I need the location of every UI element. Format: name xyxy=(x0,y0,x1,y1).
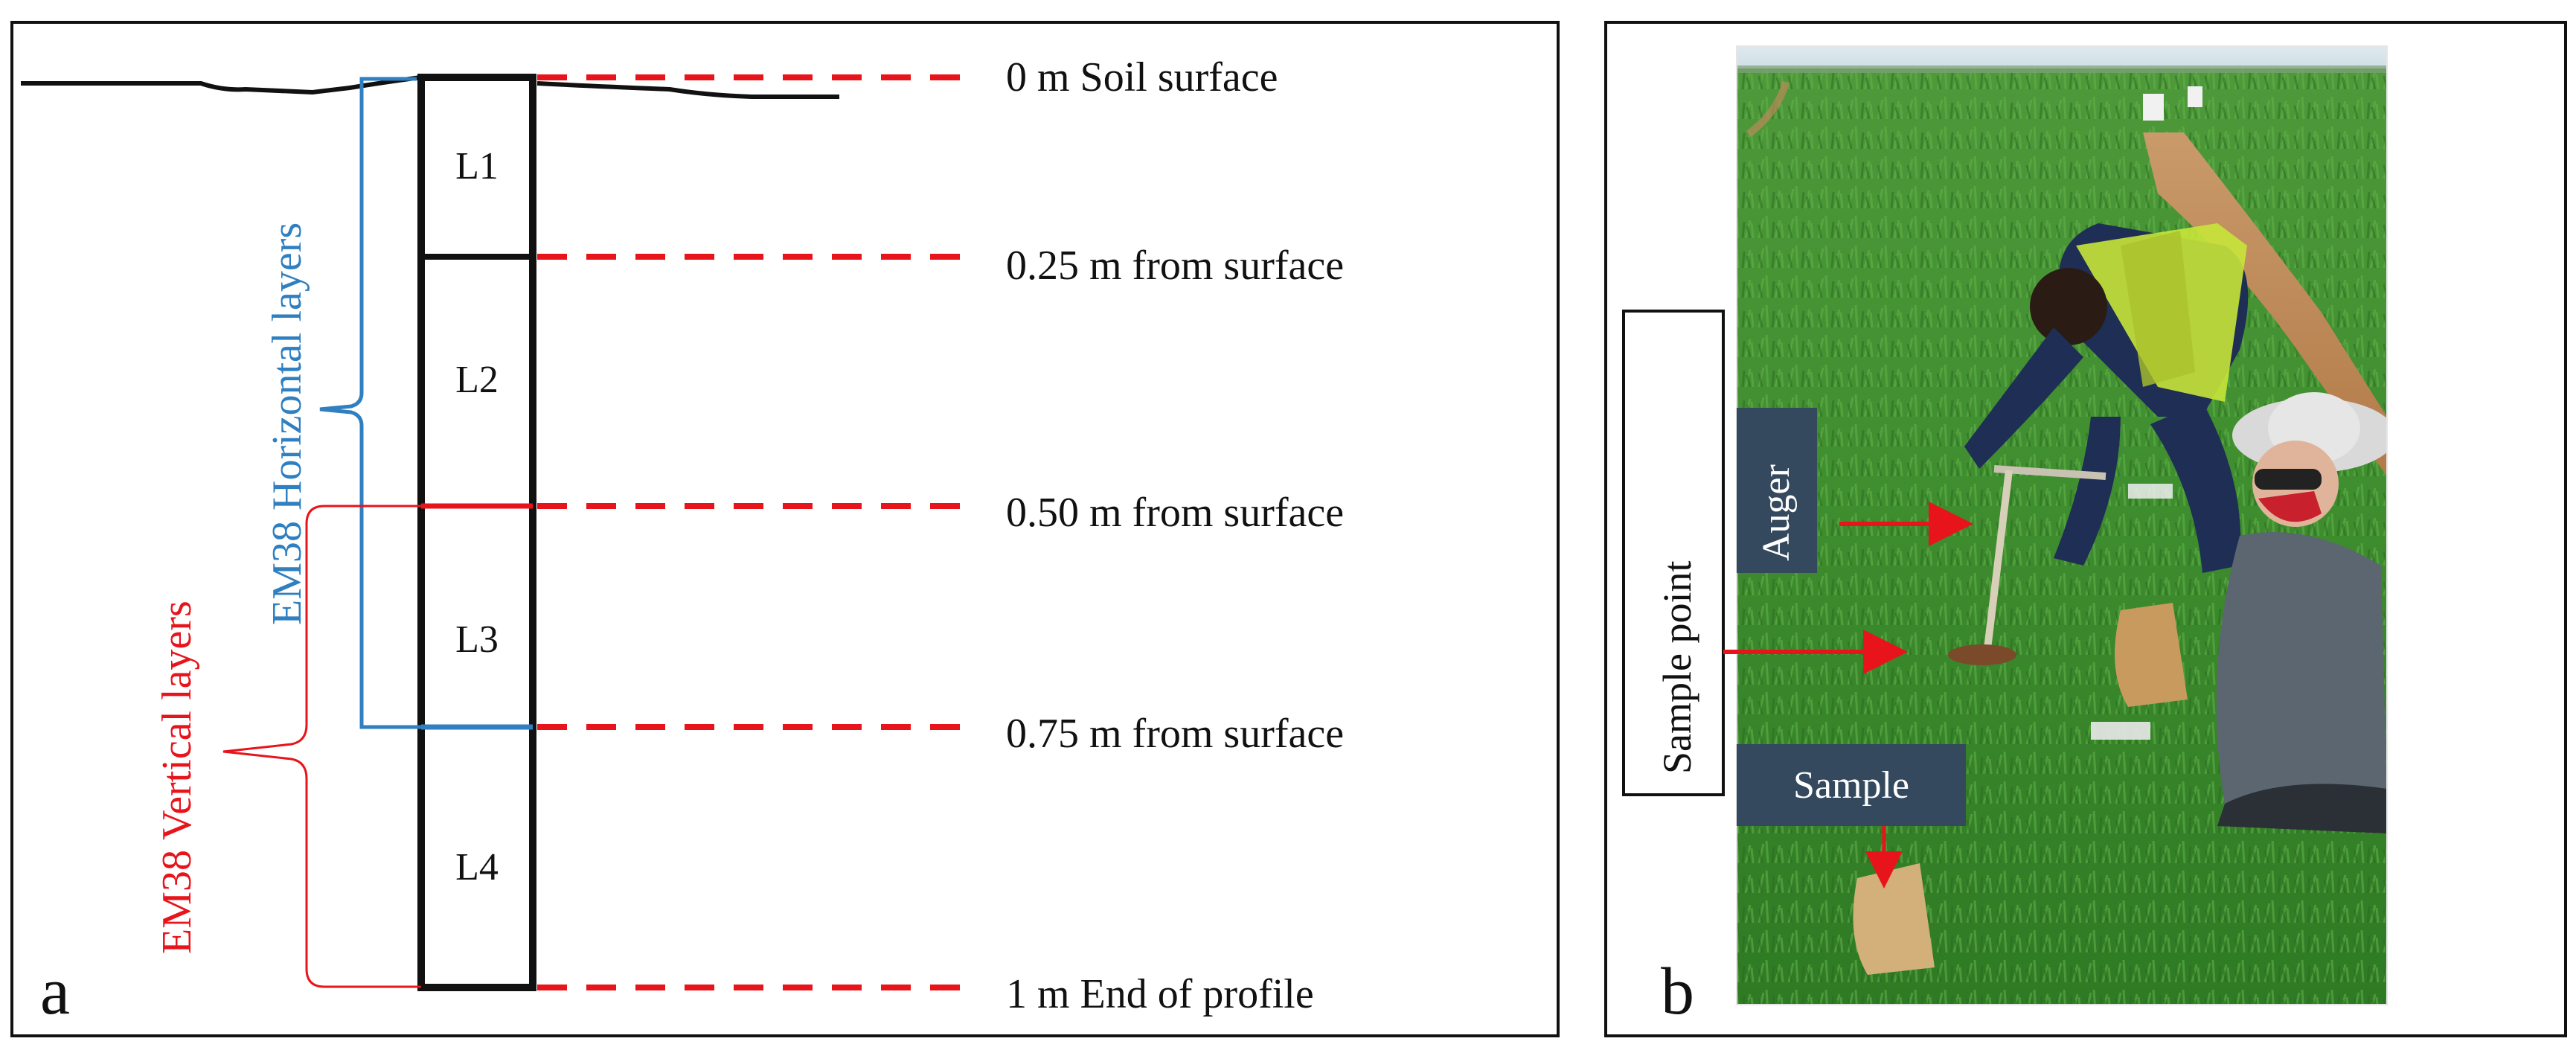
sample-tag xyxy=(1737,744,1966,826)
depth-label-0: 0 m Soil surface xyxy=(1006,54,1278,100)
soil-surface-right xyxy=(536,81,839,99)
depth-label-075: 0.75 m from surface xyxy=(1006,711,1344,757)
layer-label-l2: L2 xyxy=(455,359,499,401)
depth-markers xyxy=(537,74,960,990)
sample-point-box xyxy=(1622,310,1725,796)
horizontal-layers-bracket xyxy=(319,77,421,729)
depth-label-1: 1 m End of profile xyxy=(1006,971,1314,1017)
auger-label: Auger xyxy=(1755,464,1798,561)
depth-label-050: 0.50 m from surface xyxy=(1006,490,1344,536)
depth-label-025: 0.25 m from surface xyxy=(1006,243,1344,289)
sample-point-label: Sample point xyxy=(1655,561,1699,774)
horizontal-layers-label: EM38 Horizontal layers xyxy=(264,223,310,625)
vertical-layers-bracket xyxy=(222,505,421,988)
soil-profile-column xyxy=(417,74,536,991)
vertical-layers-label: EM38 Vertical layers xyxy=(154,601,200,954)
sample-label: Sample xyxy=(1793,764,1909,807)
layer-label-l1: L1 xyxy=(455,145,499,188)
auger-tag xyxy=(1737,408,1817,573)
layer-label-l4: L4 xyxy=(455,846,499,889)
panel-a-frame xyxy=(10,21,1560,1037)
layer-label-l3: L3 xyxy=(455,618,499,661)
panel-b: Sample point Auger Sample b xyxy=(1604,21,2567,1037)
panel-b-letter: b xyxy=(1661,955,1694,1028)
panel-a-letter: a xyxy=(40,955,70,1028)
field-photo xyxy=(1737,46,2387,1005)
panel-b-frame xyxy=(1604,21,2567,1037)
panel-a: 0 m Soil surface 0.25 m from surface 0.5… xyxy=(10,21,1560,1037)
